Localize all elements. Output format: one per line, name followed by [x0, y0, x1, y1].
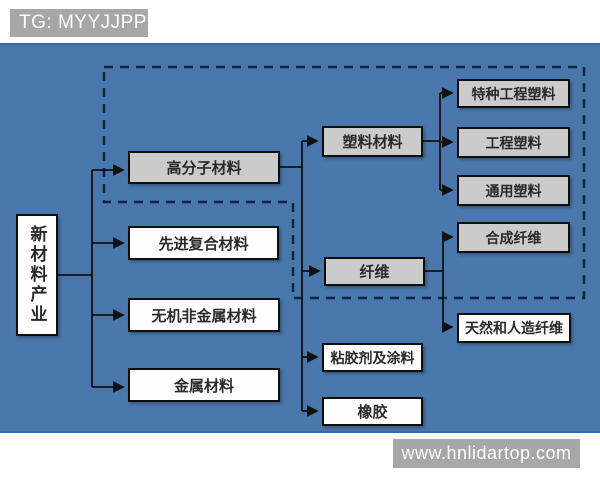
node-special-engineering-plastics: 特种工程塑料	[457, 79, 570, 108]
node-inorganic-nonmetallic-materials: 无机非金属材料	[128, 298, 280, 332]
node-new-materials-industry: 新材料产业	[16, 214, 58, 336]
node-general-plastics: 通用塑料	[457, 175, 570, 206]
node-fiber: 纤维	[324, 257, 425, 286]
watermark-badge-bottom: www.hnlidartop.com	[393, 439, 580, 468]
watermark-badge-top: TG: MYYJJPP	[10, 9, 148, 37]
node-advanced-composite-materials: 先进复合材料	[128, 226, 279, 260]
watermark-top-text: TG: MYYJJPP	[19, 12, 147, 33]
node-adhesives-and-coatings: 粘胶剂及涂料	[322, 343, 423, 372]
node-natural-and-manmade-fiber: 天然和人造纤维	[457, 313, 571, 343]
node-polymer-materials: 高分子材料	[128, 151, 280, 184]
node-plastic-materials: 塑料材料	[322, 126, 423, 157]
watermark-bottom-text: www.hnlidartop.com	[401, 443, 572, 463]
node-metal-materials: 金属材料	[128, 368, 280, 402]
node-rubber: 橡胶	[322, 397, 423, 426]
node-engineering-plastics: 工程塑料	[457, 127, 570, 158]
node-synthetic-fiber: 合成纤维	[457, 222, 570, 253]
